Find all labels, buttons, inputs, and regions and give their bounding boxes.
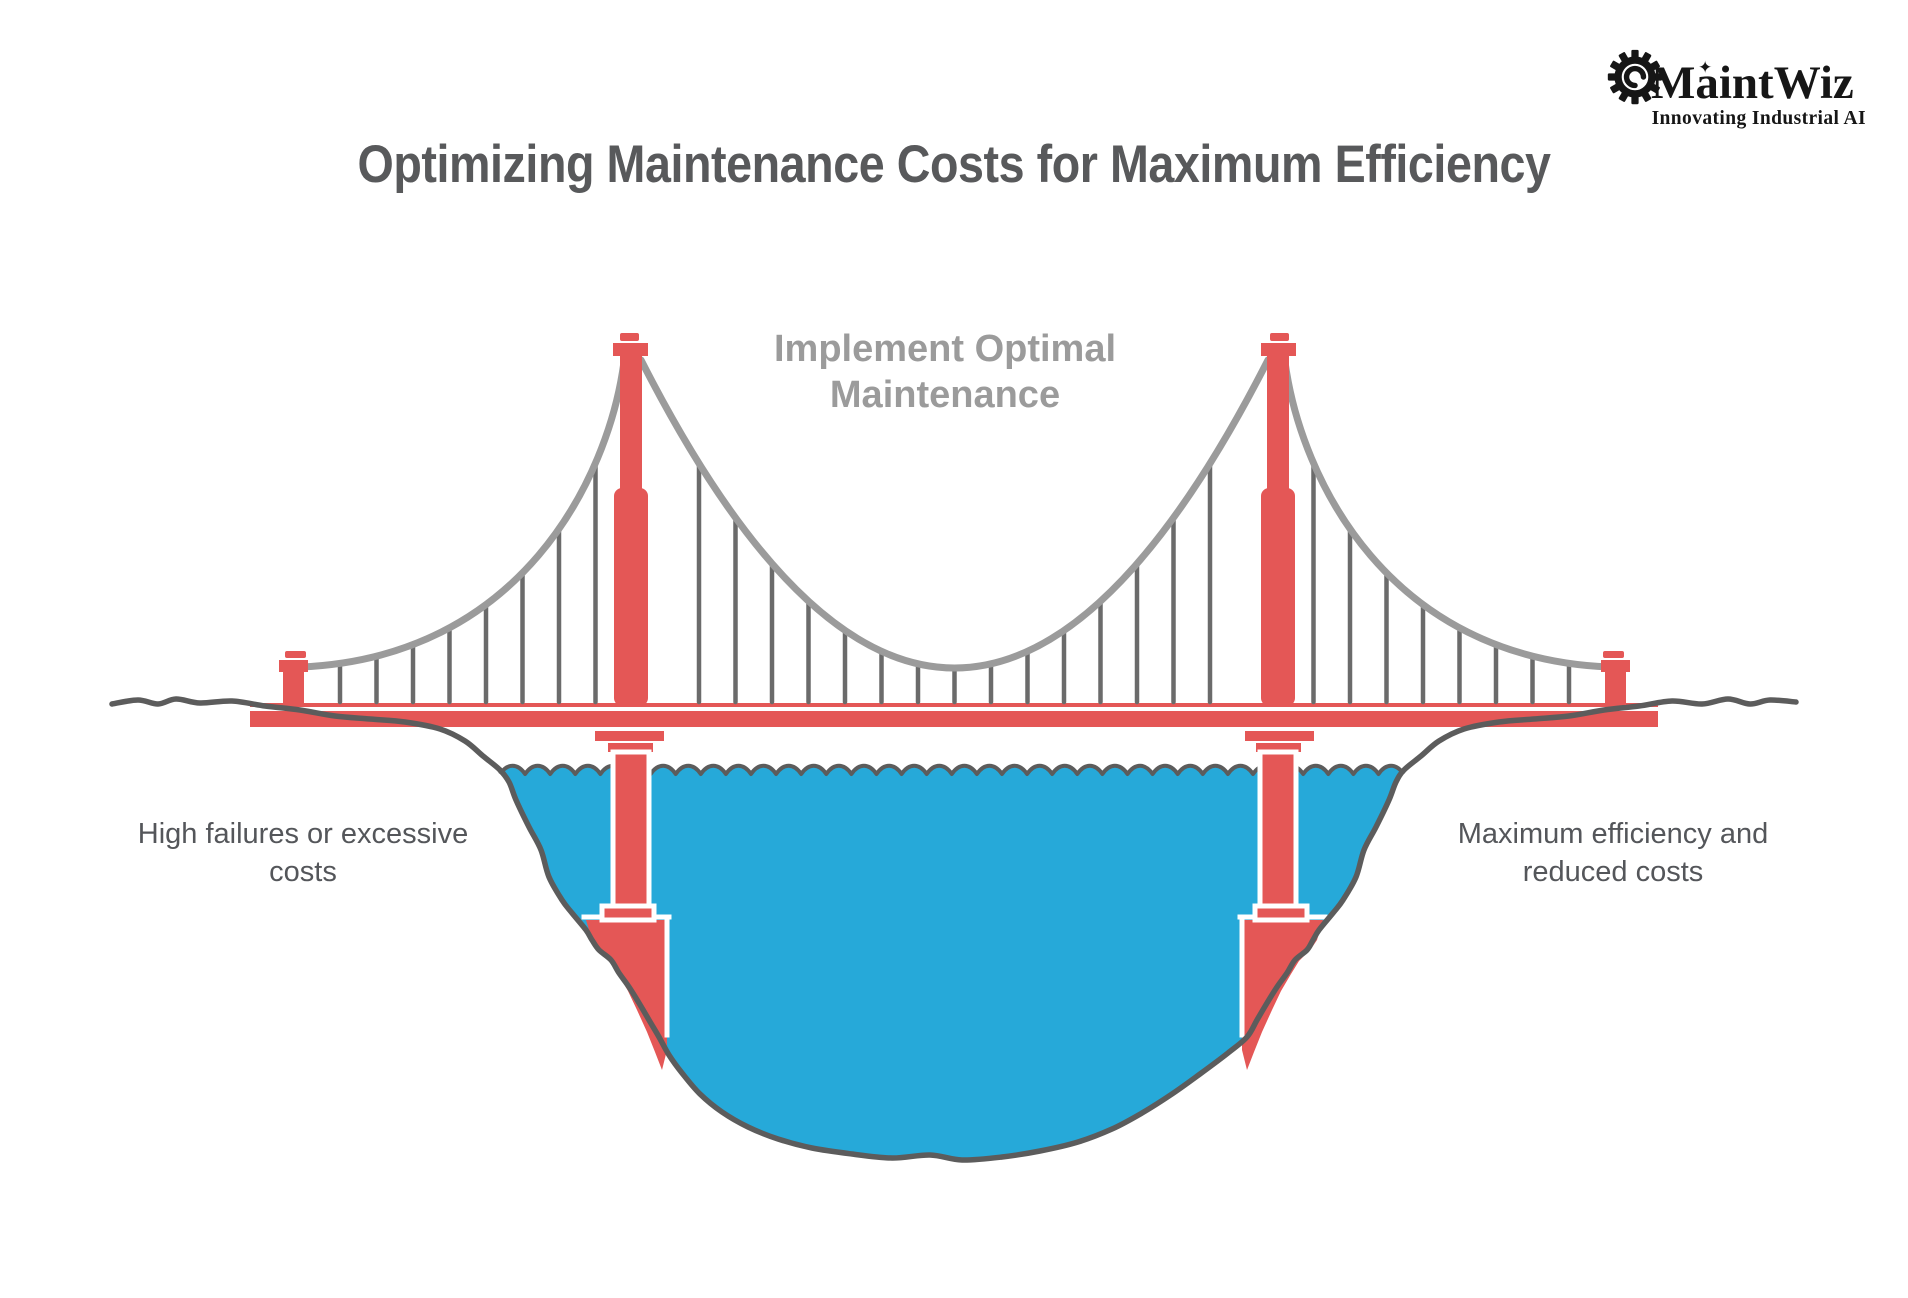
right-pier bbox=[1237, 731, 1328, 1070]
left-pier bbox=[581, 731, 672, 1070]
deck-roadway bbox=[250, 703, 1658, 707]
page-title: Optimizing Maintenance Costs for Maximum… bbox=[357, 135, 1551, 194]
right-anchor-post bbox=[1601, 651, 1630, 705]
pier-shaft bbox=[610, 749, 652, 913]
pier-cap-wide bbox=[1245, 731, 1314, 741]
brand-row: ✦ MaintWiz bbox=[1606, 46, 1872, 110]
suspension-cables bbox=[296, 356, 1613, 672]
tower-cap bbox=[613, 343, 648, 356]
pier-cap-narrow bbox=[608, 743, 653, 752]
sparkle-icon: ✦ bbox=[1698, 58, 1713, 78]
brand-logo: ✦ MaintWiz Innovating Industrial AI bbox=[1606, 46, 1872, 130]
hanger-lines bbox=[337, 462, 1572, 705]
post-finial bbox=[1603, 651, 1624, 658]
tower-finial bbox=[620, 333, 639, 341]
water-basin bbox=[500, 765, 1404, 1161]
label-line: reduced costs bbox=[1522, 856, 1704, 889]
pier-shaft bbox=[1257, 749, 1299, 913]
brand-tagline: Innovating Industrial AI bbox=[1651, 107, 1866, 129]
brand-name: MaintWiz bbox=[1651, 57, 1854, 109]
label-line: High failures or excessive bbox=[137, 818, 469, 850]
label-line: costs bbox=[269, 856, 337, 889]
tower-upper-shaft bbox=[620, 356, 642, 494]
tower-upper-shaft bbox=[1267, 356, 1289, 494]
deck-girder bbox=[250, 711, 1658, 727]
left-tower bbox=[613, 333, 648, 706]
pier-cap-narrow bbox=[1256, 743, 1301, 752]
post-cap bbox=[279, 660, 308, 672]
label-optimal-maintenance: Implement Optimal Maintenance bbox=[745, 326, 1145, 419]
tower-finial bbox=[1270, 333, 1289, 341]
tower-lower-shaft bbox=[614, 488, 648, 706]
post-cap bbox=[1601, 660, 1630, 672]
post-finial bbox=[285, 651, 306, 658]
tower-cap bbox=[1261, 343, 1296, 356]
pier-cap-wide bbox=[595, 731, 664, 741]
left-anchor-post bbox=[279, 651, 308, 705]
label-line: Maximum efficiency and bbox=[1457, 818, 1769, 850]
bridge-deck bbox=[250, 703, 1658, 727]
label-high-failures: High failures or excessive costs bbox=[103, 815, 503, 892]
pier-collar bbox=[1252, 903, 1310, 923]
label-max-efficiency: Maximum efficiency and reduced costs bbox=[1413, 815, 1813, 892]
pier-foundation bbox=[586, 920, 667, 1070]
terrain-line bbox=[109, 696, 1799, 1163]
right-tower bbox=[1261, 333, 1296, 706]
post-shaft bbox=[283, 672, 304, 705]
post-shaft bbox=[1605, 672, 1626, 705]
pier-collar bbox=[599, 903, 657, 923]
gear-icon bbox=[1606, 48, 1664, 106]
pier-foundation bbox=[1242, 920, 1323, 1070]
label-line: Maintenance bbox=[829, 374, 1061, 417]
label-line: Implement Optimal bbox=[773, 328, 1117, 370]
tower-lower-shaft bbox=[1261, 488, 1295, 706]
